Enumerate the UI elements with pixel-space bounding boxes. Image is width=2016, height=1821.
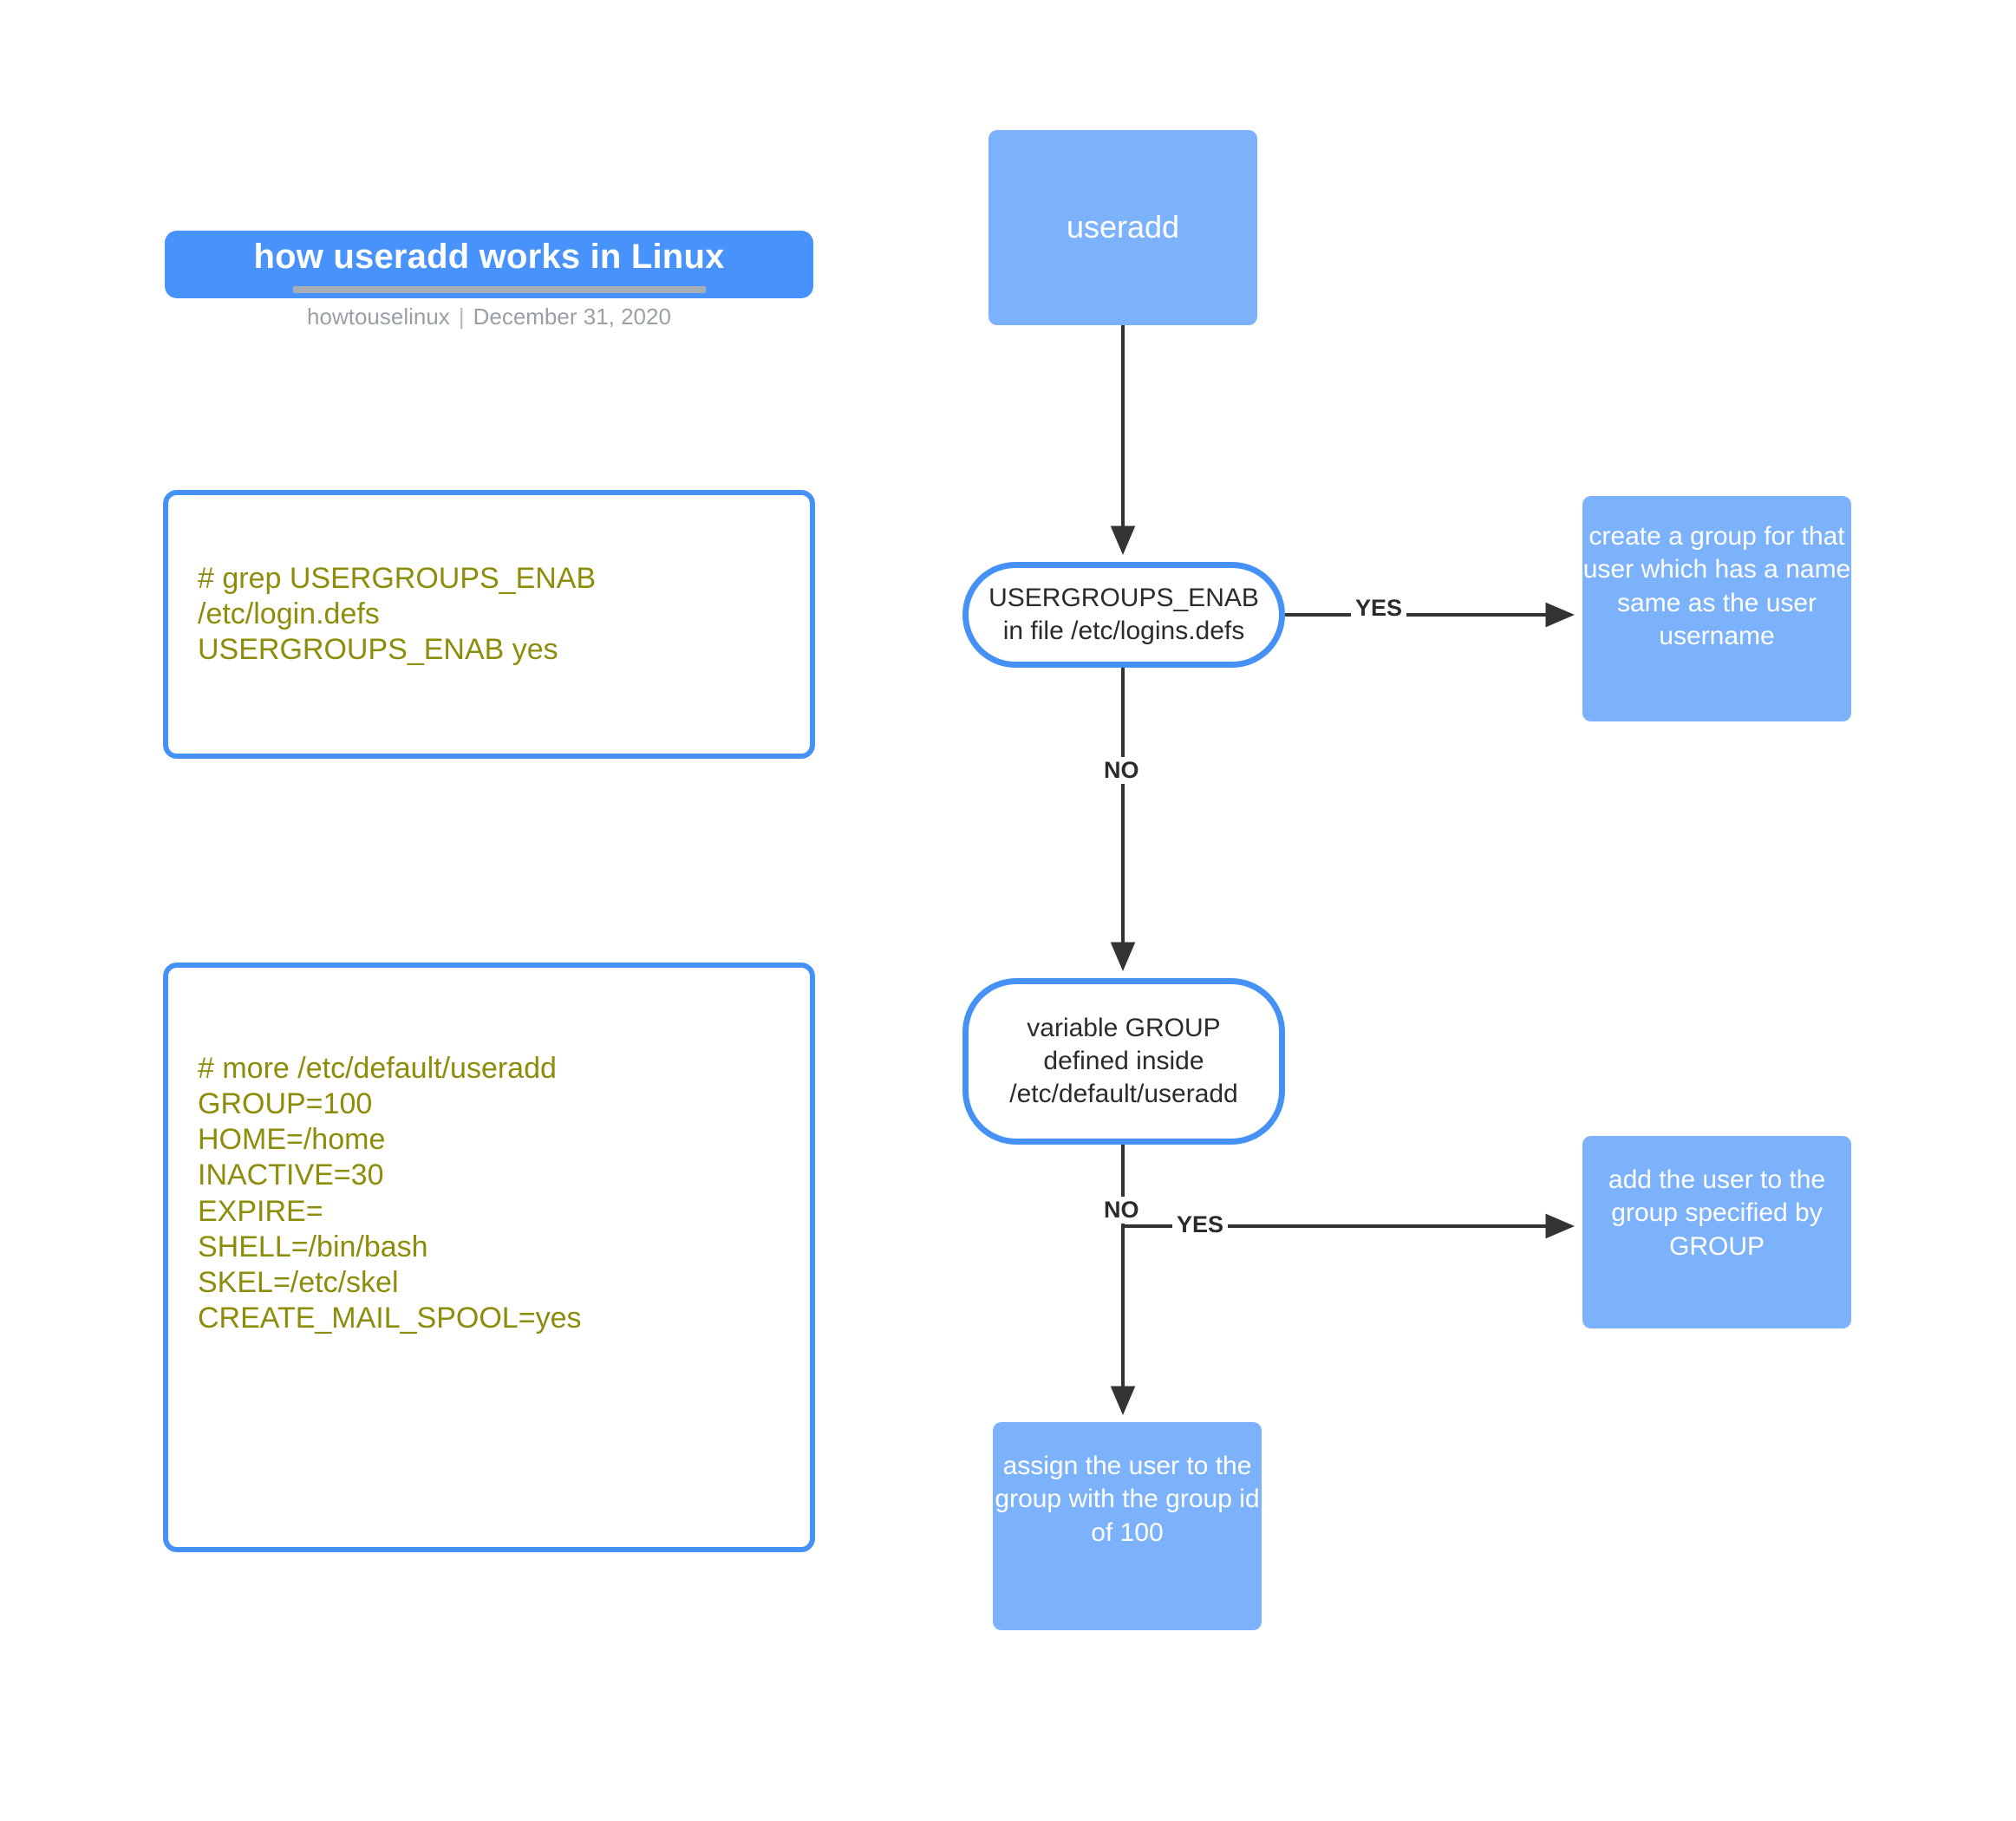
byline-separator: | bbox=[458, 304, 465, 330]
edge-label-yes-variable-group: YES bbox=[1172, 1211, 1229, 1238]
flow-decision-variable-group: variable GROUP defined inside /etc/defau… bbox=[962, 978, 1285, 1145]
flow-decision-label: USERGROUPS_ENAB in file /etc/logins.defs bbox=[988, 584, 1259, 645]
flow-decision-label: variable GROUP defined inside /etc/defau… bbox=[1009, 1014, 1238, 1108]
code-block-text: # more /etc/default/useradd GROUP=100 HO… bbox=[198, 1052, 582, 1335]
code-block-text: # grep USERGROUPS_ENAB /etc/login.defs U… bbox=[198, 562, 597, 667]
code-block-default-useradd: # more /etc/default/useradd GROUP=100 HO… bbox=[163, 963, 815, 1552]
flow-node-label: useradd bbox=[1066, 209, 1180, 245]
flow-node-assign-user-group-100: assign the user to the group with the gr… bbox=[993, 1422, 1262, 1630]
edge-label-no-variable-group: NO bbox=[1099, 1197, 1144, 1224]
edge-label-no-usergroups-enab: NO bbox=[1099, 757, 1144, 784]
title-underline-bar bbox=[293, 286, 706, 293]
byline: howtouselinux | December 31, 2020 bbox=[165, 304, 813, 330]
flow-node-add-user-to-group: add the user to the group specified by G… bbox=[1582, 1136, 1851, 1328]
flow-node-label: create a group for that user which has a… bbox=[1582, 522, 1851, 651]
site-name: howtouselinux bbox=[307, 304, 450, 330]
flow-decision-usergroups-enab: USERGROUPS_ENAB in file /etc/logins.defs bbox=[962, 562, 1285, 668]
edge-label-yes-usergroups-enab: YES bbox=[1351, 595, 1407, 622]
flow-node-create-group: create a group for that user which has a… bbox=[1582, 496, 1851, 721]
publish-date: December 31, 2020 bbox=[473, 304, 671, 330]
code-block-grep-login-defs: # grep USERGROUPS_ENAB /etc/login.defs U… bbox=[163, 490, 815, 759]
flow-node-label: assign the user to the group with the gr… bbox=[995, 1452, 1260, 1547]
page-title: how useradd works in Linux bbox=[253, 238, 725, 276]
flow-node-label: add the user to the group specified by G… bbox=[1608, 1165, 1826, 1261]
title-banner: how useradd works in Linux bbox=[165, 231, 813, 298]
flow-node-useradd: useradd bbox=[988, 130, 1257, 325]
